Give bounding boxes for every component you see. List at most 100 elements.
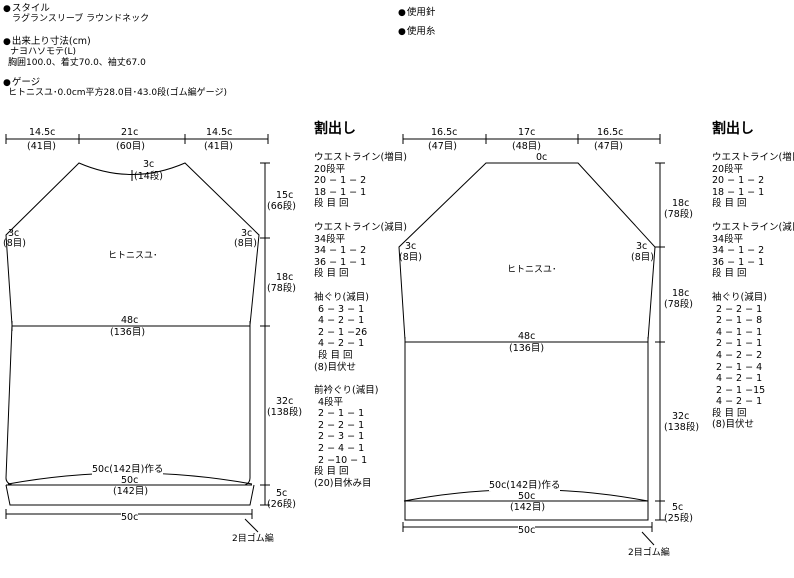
style-label: スタイル <box>3 3 50 15</box>
front-armhole-left-c: 3c <box>8 228 20 239</box>
front-hem-st: (142目) <box>113 486 149 497</box>
back-body-outline <box>398 162 656 521</box>
front-top-st-2: (60目) <box>116 141 146 152</box>
back-cast-on: 50c(142目)作る <box>489 480 561 491</box>
back-rib-label: 2目ゴム編 <box>628 548 670 558</box>
front-waist-dec-row: 34 − 1 − 2 <box>314 245 367 257</box>
back-right-st-3: (138段) <box>664 422 700 433</box>
back-right-dim-4: 5c <box>672 502 684 513</box>
front-rib-label: 2目ゴム編 <box>232 534 274 544</box>
back-neck-c: 0c <box>536 152 548 163</box>
back-armhole-row: 4 − 1 − 1 <box>716 326 763 338</box>
front-neck-row: (20)目休み目 <box>314 477 372 489</box>
front-calc-title: 割出し <box>314 121 356 137</box>
front-top-dim-2: 21c <box>121 127 139 138</box>
back-waist-inc-row: 段 目 回 <box>712 198 747 210</box>
front-body-label: ヒトニスユ･ <box>108 251 158 261</box>
back-waist-dec-row: 34 − 1 − 2 <box>712 245 765 257</box>
size-value: 胸囲100.0、着丈70.0、袖丈67.0 <box>8 58 146 68</box>
back-waist-inc-row: 20段平 <box>712 163 744 175</box>
back-right-dim-2: 18c <box>672 288 690 299</box>
front-neck-row: 2 −10 − 1 <box>318 454 368 466</box>
back-chest-st: (136目) <box>509 343 545 354</box>
front-top-dim-1: 14.5c <box>29 127 56 138</box>
back-body-label: ヒトニスユ･ <box>507 265 557 275</box>
front-waist-inc-row: 20 − 1 − 2 <box>314 175 367 187</box>
front-armhole-right-c: 3c <box>241 228 253 239</box>
front-calc-block: ウエストライン(増目) 20段平 20 − 1 − 2 18 − 1 − 1 段… <box>314 152 407 489</box>
front-neck-c: 3c <box>143 159 155 170</box>
back-top-dim-1: 16.5c <box>431 127 458 138</box>
yarn-label: 使用糸 <box>398 26 436 38</box>
back-armhole-row: (8)目伏せ <box>712 419 754 431</box>
back-right-dim-3: 32c <box>672 411 690 422</box>
front-armhole-left-st: (8目) <box>3 238 26 249</box>
back-hem-st: (142目) <box>510 502 546 513</box>
front-armhole-row: 4 − 2 − 1 <box>318 315 365 327</box>
front-right-st-3: (138段) <box>267 407 303 418</box>
front-chest-c: 48c <box>121 315 139 326</box>
gauge-label: ゲージ <box>3 77 40 89</box>
front-top-dim-3: 14.5c <box>206 127 233 138</box>
needle-label: 使用針 <box>398 7 436 19</box>
back-armhole-right-st: (8目) <box>631 252 654 263</box>
back-calc-title: 割出し <box>712 121 754 137</box>
front-neck-row: 2 − 3 − 1 <box>318 431 365 443</box>
back-top-st-3: (47目) <box>594 141 624 152</box>
front-waist-inc-row: 18 − 1 − 1 <box>314 186 367 198</box>
front-armhole-row: 2 − 1 −26 <box>318 326 368 338</box>
front-right-dim-1: 15c <box>276 190 294 201</box>
front-neck-row: 2 − 1 − 1 <box>318 408 365 420</box>
back-waist-dec-title: ウエストライン(減目) <box>712 221 794 233</box>
back-armhole-row: 2 − 1 − 4 <box>716 361 763 373</box>
front-right-dim-4: 5c <box>276 488 288 499</box>
back-armhole-right-c: 3c <box>636 241 648 252</box>
front-neck-st: (14段) <box>134 171 164 182</box>
front-right-st-4: (26段) <box>267 499 297 510</box>
back-waist-inc-row: 20 − 1 − 2 <box>712 175 765 187</box>
front-neck-row: 2 − 2 − 1 <box>318 419 365 431</box>
back-armhole-left-c: 3c <box>405 241 417 252</box>
size-label: 出来上り寸法(cm) <box>3 36 91 48</box>
front-neck-row: 4段平 <box>318 396 344 408</box>
back-waist-inc-title: ウエストライン(増目) <box>712 152 794 163</box>
back-top-st-2: (48目) <box>512 141 542 152</box>
front-top-st-1: (41目) <box>27 141 57 152</box>
front-armhole-row: 段 目 回 <box>318 349 353 361</box>
back-right-st-4: (25段) <box>664 513 694 524</box>
back-calc-block: ウエストライン(増目) 20段平 20 − 1 − 2 18 − 1 − 1 段… <box>712 152 794 431</box>
front-waist-dec-title: ウエストライン(減目) <box>314 221 407 233</box>
back-right-st-2: (78段) <box>664 299 694 310</box>
back-armhole-row: 2 − 2 − 1 <box>716 303 763 315</box>
back-top-dim-2: 17c <box>518 127 536 138</box>
front-waist-dec-row: 34段平 <box>314 233 346 245</box>
back-right-st-1: (78段) <box>664 209 694 220</box>
front-neck-title: 前衿ぐり(減目) <box>314 385 379 397</box>
back-armhole-row: 段 目 回 <box>712 407 747 419</box>
back-waist-dec-row: 34段平 <box>712 233 744 245</box>
back-right-dim-1: 18c <box>672 198 690 209</box>
front-body-outline <box>5 162 260 486</box>
front-chest-st: (136目) <box>110 327 146 338</box>
back-waist-inc-row: 18 − 1 − 1 <box>712 186 765 198</box>
front-hem-c: 50c <box>121 475 139 486</box>
front-neck-row: 2 − 4 − 1 <box>318 443 365 455</box>
back-armhole-row: 4 − 2 − 1 <box>716 373 763 385</box>
back-top-st-1: (47目) <box>428 141 458 152</box>
front-armhole-row: (8)目伏せ <box>314 361 356 373</box>
front-armhole-right-st: (8目) <box>234 238 257 249</box>
front-right-dim-3: 32c <box>276 396 294 407</box>
front-rib-band <box>5 484 255 506</box>
back-waist-dec-row: 段 目 回 <box>712 268 747 280</box>
back-armhole-row: 2 − 1 −15 <box>716 384 766 396</box>
back-armhole-left-st: (8目) <box>399 252 422 263</box>
front-waist-inc-row: 20段平 <box>314 163 346 175</box>
back-bottom-c: 50c <box>518 525 536 536</box>
back-armhole-row: 4 − 2 − 1 <box>716 396 763 408</box>
front-armhole-row: 6 − 3 − 1 <box>318 303 365 315</box>
back-chest-c: 48c <box>518 331 536 342</box>
front-right-st-1: (66段) <box>267 201 297 212</box>
front-waist-inc-title: ウエストライン(増目) <box>314 152 407 163</box>
gauge-value: ヒトニスユ･0.0cm平方28.0目･43.0段(ゴム編ゲージ) <box>8 88 227 98</box>
front-armhole-title: 袖ぐり(減目) <box>314 291 369 303</box>
